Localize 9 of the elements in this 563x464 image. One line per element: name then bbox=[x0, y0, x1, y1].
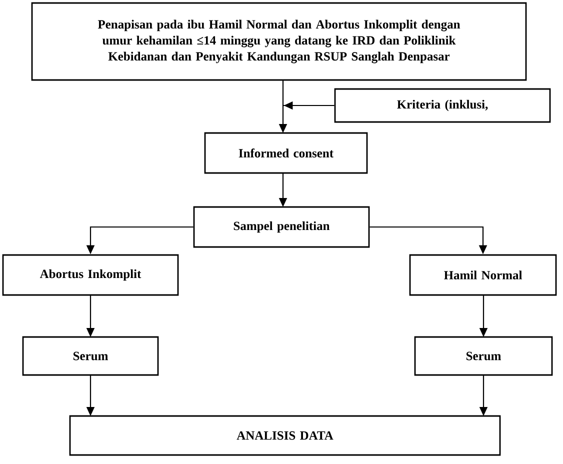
process-box: Penapisan pada ibu Hamil Normal dan Abortus Inkomplit dengan umur kehamilan ≤14 minggu yang datang ke IRD dan Poliklinik Kebidanan dan Penyakit Kandungan RSUP Sanglah Denpasar bbox=[31, 2, 527, 81]
process-box: Sampel penelitian bbox=[193, 206, 370, 248]
process-box: Informed consent bbox=[204, 132, 368, 174]
process-box: Hamil Normal bbox=[409, 254, 557, 296]
process-box: Abortus Inkomplit bbox=[2, 254, 179, 296]
process-box: ANALISIS DATA bbox=[69, 415, 501, 456]
process-box: Kriteria (inklusi, bbox=[334, 88, 551, 123]
process-box: Serum bbox=[414, 336, 553, 376]
process-box: Serum bbox=[22, 336, 159, 376]
